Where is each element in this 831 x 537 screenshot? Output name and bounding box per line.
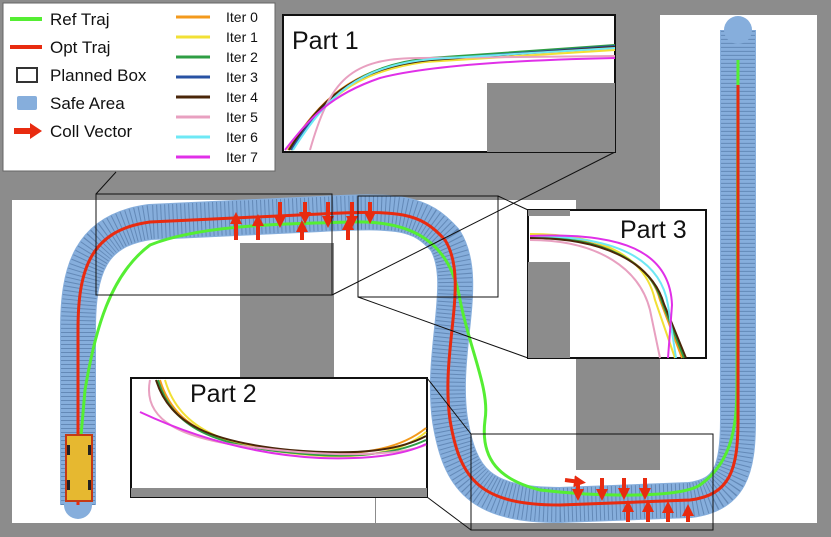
legend-label-ref: Ref Traj bbox=[50, 10, 110, 29]
part-2-label: Part 2 bbox=[190, 380, 257, 408]
inset-part-2: Part 2 bbox=[130, 377, 428, 498]
part-1-label: Part 1 bbox=[292, 27, 359, 55]
legend-label-iter-2: Iter 2 bbox=[226, 49, 258, 65]
legend-iters: Iter 0 Iter 1 Iter 2 Iter 3 Iter 4 Iter 5 Iter… bbox=[176, 9, 258, 165]
zoom-region-1 bbox=[95, 193, 333, 296]
legend-label-iter-1: Iter 1 bbox=[226, 29, 258, 45]
legend-label-iter-7: Iter 7 bbox=[226, 149, 258, 165]
obstacle-center bbox=[240, 243, 334, 402]
box-box-swatch-icon bbox=[16, 67, 38, 83]
legend-label-iter-5: Iter 5 bbox=[226, 109, 258, 125]
collision-vectors bbox=[230, 202, 694, 522]
zoom-region-2 bbox=[470, 433, 714, 531]
legend-label-opt: Opt Traj bbox=[50, 38, 110, 57]
legend-label-iter-0: Iter 0 bbox=[226, 9, 258, 25]
road-center bbox=[334, 200, 376, 400]
ref-trajectory bbox=[76, 59, 740, 497]
zoom-region-3 bbox=[357, 195, 499, 298]
part-3-label: Part 3 bbox=[620, 216, 687, 244]
legend-label-iter-4: Iter 4 bbox=[226, 89, 258, 105]
legend-label-coll: Coll Vector bbox=[50, 122, 133, 141]
opt-trajectory bbox=[76, 85, 740, 507]
legend-label-safe: Safe Area bbox=[50, 94, 125, 113]
inset-part-1: Part 1 bbox=[282, 14, 616, 153]
safe-area-end-cap bbox=[724, 16, 752, 44]
legend-label-iter-3: Iter 3 bbox=[226, 69, 258, 85]
coll-arrow-swatch-icon bbox=[14, 123, 42, 139]
legend-label-box: Planned Box bbox=[50, 66, 147, 85]
vehicle bbox=[65, 434, 93, 502]
safe-area-swatch-icon bbox=[17, 96, 37, 110]
legend-label-iter-6: Iter 6 bbox=[226, 129, 258, 145]
zoom-connectors bbox=[95, 151, 714, 531]
inset-part-3: Part 3 bbox=[527, 209, 707, 359]
